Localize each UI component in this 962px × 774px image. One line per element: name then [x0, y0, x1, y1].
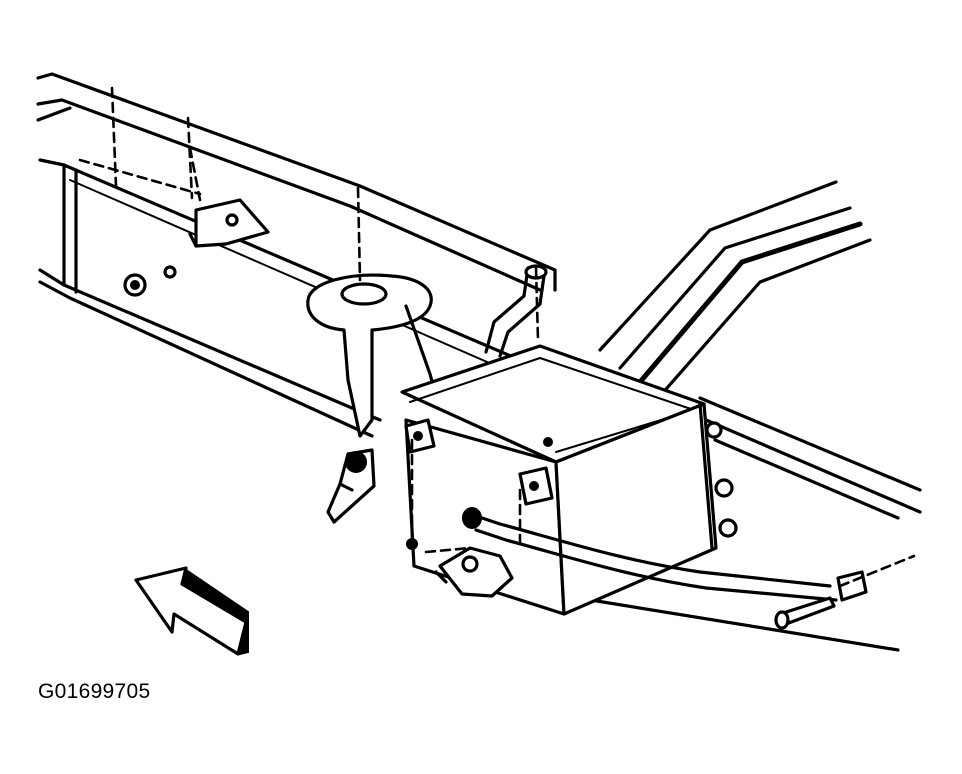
mounting-bolt: [774, 596, 836, 630]
retaining-nut: [434, 546, 514, 598]
hose-fitting: [462, 507, 482, 529]
alignment-lines: [78, 86, 916, 588]
hanger-fitting: [326, 448, 376, 524]
mounting-hanger: [306, 273, 440, 438]
bolt-head: [406, 538, 418, 550]
vent-tube: [484, 264, 548, 358]
rail-bracket: [188, 198, 270, 248]
frame-rail: [36, 72, 557, 438]
crossmember: [558, 180, 922, 652]
figure-id-label: G01699705: [38, 680, 151, 703]
forward-arrow-icon: [134, 566, 249, 656]
module-box: [400, 344, 738, 616]
